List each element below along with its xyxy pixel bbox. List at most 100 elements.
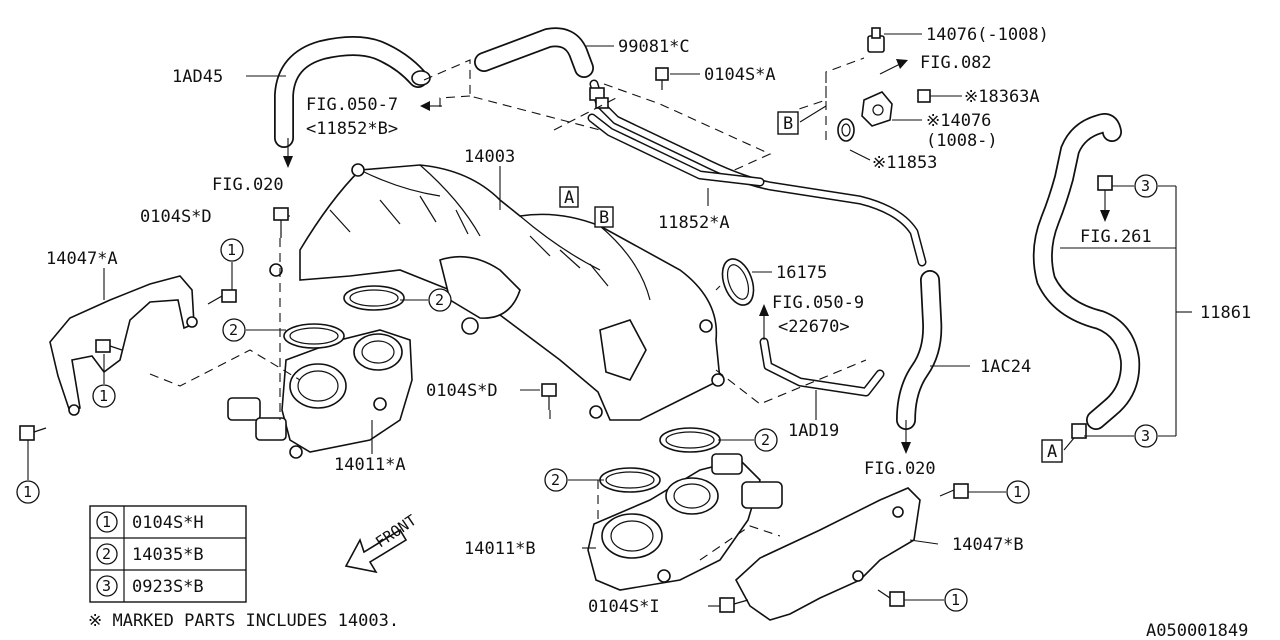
label-11861: 11861 — [1200, 303, 1251, 323]
callout-2: 2 — [428, 288, 452, 312]
label-1ac24: 1AC24 — [980, 357, 1031, 377]
label-fig-050-7: FIG.050-7 — [306, 95, 398, 115]
legend-row: 2 14035*B — [96, 543, 204, 565]
svg-text:B: B — [599, 208, 609, 228]
svg-text:A: A — [564, 188, 574, 208]
pipe-1ad19 — [759, 304, 885, 397]
gasket-lower-right — [599, 467, 661, 493]
label-14011b: 14011*B — [464, 539, 536, 559]
legend-row: 3 0923S*B — [96, 575, 204, 597]
svg-text:1: 1 — [1013, 483, 1022, 501]
svg-text:2: 2 — [102, 545, 111, 563]
svg-text:3: 3 — [1141, 427, 1150, 445]
leader-lines — [27, 33, 1192, 607]
label-ref-22670: <22670> — [778, 317, 850, 337]
svg-text:2: 2 — [761, 431, 770, 449]
svg-text:1: 1 — [227, 241, 236, 259]
svg-text:0104S*H: 0104S*H — [132, 513, 204, 533]
bolt-0104s-i — [719, 597, 749, 613]
gasket-lower-left — [283, 323, 345, 349]
marker-b-manifold: B — [594, 206, 614, 228]
label-14003: 14003 — [464, 147, 515, 167]
bolt-0104s-d-mid — [541, 383, 557, 410]
throttle-body-14011a — [227, 329, 413, 459]
label-18363a: ※18363A — [964, 87, 1040, 107]
legend-table: 1 0104S*H 2 14035*B 3 0923S*B — [89, 505, 247, 603]
callout-2: 2 — [222, 318, 246, 342]
label-ref-11852b: <11852*B> — [306, 119, 398, 139]
label-11853: ※11853 — [872, 153, 937, 173]
label-fig-020-bottom: FIG.020 — [864, 459, 936, 479]
bolt-18363a — [917, 89, 931, 103]
footnote: ※ MARKED PARTS INCLUDES 14003. — [88, 611, 399, 631]
hose-1ad45 — [274, 36, 431, 168]
label-14076-mid: ※14076 — [926, 111, 991, 131]
bolt-0104s-a — [655, 67, 669, 90]
label-14047b: 14047*B — [952, 535, 1024, 555]
svg-text:1: 1 — [23, 483, 32, 501]
callout-1: 1 — [1006, 480, 1030, 504]
callout-1: 1 — [16, 480, 40, 504]
svg-text:2: 2 — [229, 321, 238, 339]
label-99081c: 99081*C — [618, 37, 690, 57]
callout-2: 2 — [754, 428, 778, 452]
marker-a-hose: A — [1041, 439, 1063, 463]
assembly-lines — [149, 57, 867, 561]
connector-14076 — [837, 27, 893, 142]
bolt-1-c — [19, 425, 47, 441]
label-fig-261: FIG.261 — [1080, 227, 1152, 247]
bracket-14047b — [735, 487, 921, 621]
svg-text:1: 1 — [99, 387, 108, 405]
bolt-0104s-d-top — [273, 207, 289, 238]
callout-1: 1 — [944, 588, 968, 612]
svg-text:3: 3 — [102, 577, 111, 595]
hose-99081c — [474, 27, 594, 78]
callout-1: 1 — [92, 384, 116, 408]
label-0104s-d-top: 0104S*D — [140, 207, 212, 227]
arrow-fig-082 — [879, 59, 908, 75]
svg-text:B: B — [783, 114, 793, 134]
label-0104s-a: 0104S*A — [704, 65, 776, 85]
label-fig-082: FIG.082 — [920, 53, 992, 73]
label-11852a: 11852*A — [658, 213, 730, 233]
bolt-1-b — [95, 339, 123, 353]
label-16175: 16175 — [776, 263, 827, 283]
bracket-14047a — [49, 275, 198, 416]
svg-text:2: 2 — [435, 291, 444, 309]
svg-text:1: 1 — [951, 591, 960, 609]
hose-1ac24 — [896, 270, 943, 454]
marker-b-connector: B — [777, 111, 799, 135]
gasket-upper-right — [659, 427, 721, 453]
front-indicator: FRONT — [344, 511, 420, 574]
label-0104s-i: 0104S*I — [588, 597, 660, 617]
label-14076-top: 14076(-1008) — [926, 25, 1049, 45]
hose-11861 — [1032, 113, 1141, 439]
svg-text:14035*B: 14035*B — [132, 545, 204, 565]
svg-text:2: 2 — [551, 471, 560, 489]
bolt-1-d — [939, 483, 969, 499]
svg-text:1: 1 — [102, 513, 111, 531]
label-fig-050-9: FIG.050-9 — [772, 293, 864, 313]
gasket-upper-left — [343, 285, 405, 311]
legend-row: 1 0104S*H — [96, 511, 204, 533]
bolt-1-a — [207, 289, 237, 305]
label-1ad45: 1AD45 — [172, 67, 223, 87]
callout-2: 2 — [544, 468, 568, 492]
svg-text:3: 3 — [1141, 177, 1150, 195]
callout-3: 3 — [1134, 174, 1158, 198]
svg-text:0923S*B: 0923S*B — [132, 577, 204, 597]
pipe-11852a — [587, 79, 927, 267]
label-14047a: 14047*A — [46, 249, 118, 269]
marker-a-manifold: A — [559, 186, 579, 208]
label-14011a: 14011*A — [334, 455, 406, 475]
label-diagram-id: A050001849 — [1146, 621, 1248, 640]
label-fig-020-top: FIG.020 — [212, 175, 284, 195]
bolt-1-e — [877, 589, 905, 607]
clamp-16175 — [721, 258, 755, 306]
intake-manifold-14003 — [269, 163, 725, 421]
label-0104s-d-mid: 0104S*D — [426, 381, 498, 401]
label-1ad19: 1AD19 — [788, 421, 839, 441]
callout-1: 1 — [220, 238, 244, 262]
arrow-fig-050-7 — [420, 101, 442, 111]
